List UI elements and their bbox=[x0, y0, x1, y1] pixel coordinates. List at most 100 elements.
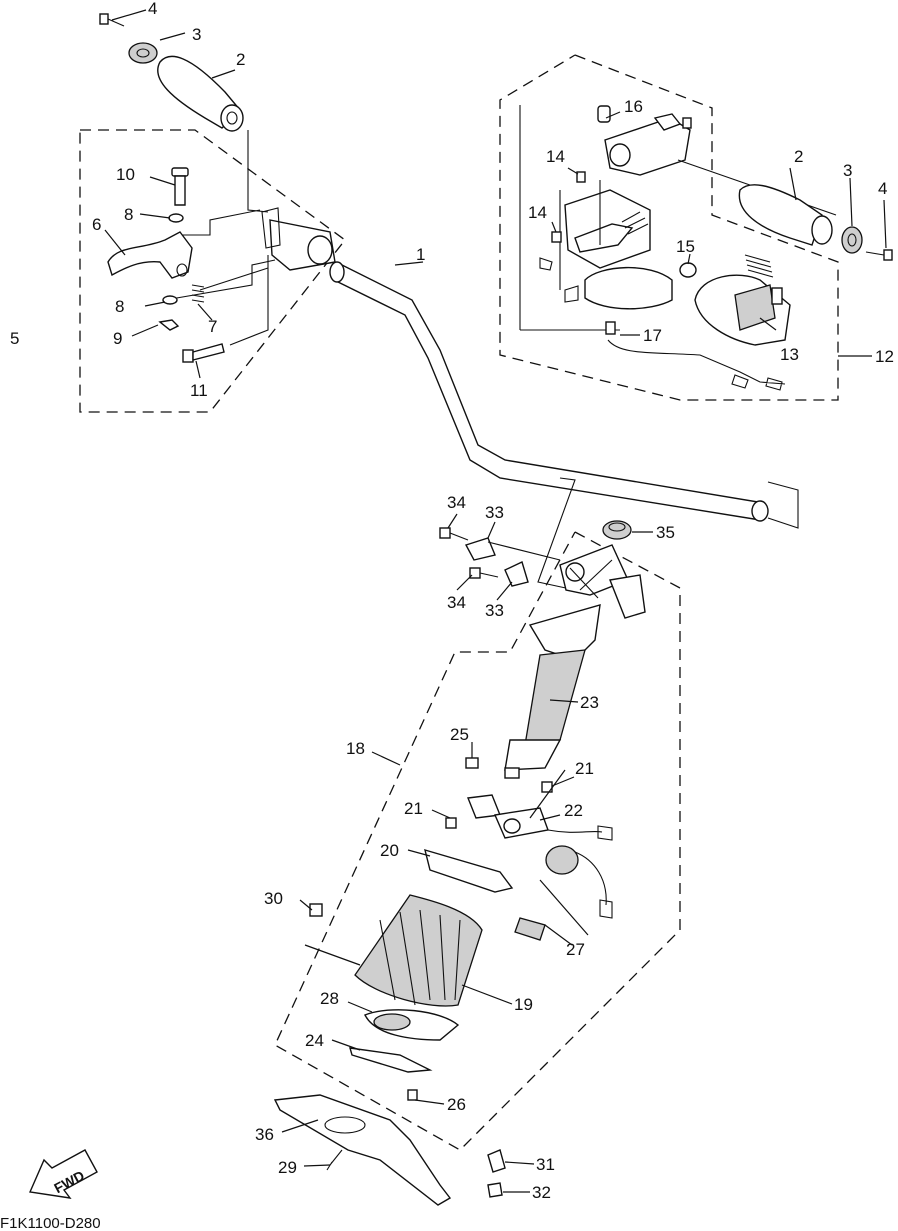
bolt-34-upper bbox=[439, 527, 469, 541]
callout-17: 17 bbox=[643, 326, 662, 345]
handlebar-clamp bbox=[559, 544, 646, 619]
gasket-28 bbox=[364, 1009, 460, 1041]
callout-29: 29 bbox=[278, 1158, 297, 1177]
callout-26: 26 bbox=[447, 1095, 466, 1114]
callout-4-left: 4 bbox=[148, 0, 157, 18]
callout-6: 6 bbox=[92, 215, 101, 234]
callout-14-lower: 14 bbox=[528, 203, 547, 222]
right-grip bbox=[738, 184, 833, 246]
callout-1: 1 bbox=[416, 245, 425, 264]
fwd-arrow: FWD bbox=[28, 1149, 98, 1199]
callout-15: 15 bbox=[676, 237, 695, 256]
screw-left-top bbox=[99, 13, 125, 27]
grip-end-cap-right bbox=[841, 226, 863, 254]
callout-11: 11 bbox=[190, 381, 208, 400]
screw-14-lower bbox=[551, 231, 562, 243]
callout-27: 27 bbox=[566, 940, 585, 959]
callout-10: 10 bbox=[116, 165, 135, 184]
callout-3-left: 3 bbox=[192, 25, 201, 44]
pin-29 bbox=[326, 1149, 343, 1171]
steering-column-box bbox=[274, 531, 681, 1151]
callout-leaders bbox=[104, 9, 887, 1193]
switch-body-22 bbox=[467, 794, 613, 841]
wire-harness bbox=[607, 339, 786, 391]
callout-34-upper: 34 bbox=[447, 493, 466, 512]
bolt-30 bbox=[309, 903, 323, 917]
callout-20: 20 bbox=[380, 841, 399, 860]
handlebar-end-leader bbox=[537, 477, 799, 591]
washer-lower bbox=[162, 295, 178, 305]
clamp-bracket-lower bbox=[504, 561, 529, 587]
callout-23: 23 bbox=[580, 693, 599, 712]
lever-leader-lines bbox=[164, 130, 276, 346]
nut-32 bbox=[487, 1182, 503, 1198]
connector-27 bbox=[514, 845, 613, 941]
handlebar-left-end bbox=[329, 261, 345, 283]
left-grip bbox=[157, 55, 244, 132]
circlip bbox=[158, 319, 180, 331]
callout-8-lower: 8 bbox=[115, 297, 124, 316]
callout-13: 13 bbox=[780, 345, 799, 364]
callout-7: 7 bbox=[208, 317, 217, 336]
callout-labels: 4 3 2 10 8 6 8 9 7 11 5 1 16 14 14 15 17… bbox=[10, 0, 894, 1202]
screw-26 bbox=[407, 1089, 418, 1101]
callout-30: 30 bbox=[264, 889, 283, 908]
plate-24 bbox=[349, 1047, 433, 1073]
callout-16: 16 bbox=[624, 97, 643, 116]
bushing-35 bbox=[602, 520, 632, 540]
grip-end-cap-left bbox=[128, 42, 158, 64]
screw-14-upper bbox=[576, 171, 586, 183]
switch-assembly-box bbox=[499, 54, 839, 401]
lever-assembly-box bbox=[79, 129, 346, 413]
callout-33-upper: 33 bbox=[485, 503, 504, 522]
callout-3-right: 3 bbox=[843, 161, 852, 180]
callout-19: 19 bbox=[514, 995, 533, 1014]
callout-35: 35 bbox=[656, 523, 675, 542]
callout-22: 22 bbox=[564, 801, 583, 820]
callout-14-upper: 14 bbox=[546, 147, 565, 166]
lever-holder bbox=[261, 207, 336, 271]
pivot-bolt bbox=[171, 167, 189, 206]
callout-36: 36 bbox=[255, 1125, 274, 1144]
callout-32: 32 bbox=[532, 1183, 551, 1202]
handlebar-right-end bbox=[751, 500, 769, 522]
callout-21-right: 21 bbox=[575, 759, 594, 778]
callout-9: 9 bbox=[113, 329, 122, 348]
washer-upper bbox=[168, 213, 184, 223]
callout-21-left: 21 bbox=[404, 799, 423, 818]
callout-4-right: 4 bbox=[878, 179, 887, 198]
callout-24: 24 bbox=[305, 1031, 324, 1050]
base-bracket-36 bbox=[273, 1094, 452, 1206]
screw-17 bbox=[605, 321, 616, 335]
callout-31: 31 bbox=[536, 1155, 555, 1174]
spring bbox=[191, 284, 205, 303]
callout-28: 28 bbox=[320, 989, 339, 1008]
steering-cover-19 bbox=[354, 894, 483, 1007]
switch-housing-lower bbox=[539, 189, 673, 310]
switch-leader-lines bbox=[519, 105, 837, 331]
callout-34-lower: 34 bbox=[447, 593, 466, 612]
steering-shaft bbox=[504, 604, 601, 779]
nut-15 bbox=[679, 262, 697, 278]
diagram-code: F1K1100-D280 bbox=[0, 1215, 101, 1231]
bolt-21-left bbox=[445, 817, 457, 829]
callout-2-left: 2 bbox=[236, 50, 245, 69]
throttle-lever-cover bbox=[694, 274, 791, 346]
clamp-bracket-upper bbox=[464, 537, 561, 561]
callout-8-upper: 8 bbox=[124, 205, 133, 224]
base-plate-20 bbox=[424, 848, 514, 893]
throttle-cable-coil bbox=[744, 254, 774, 278]
screw-25 bbox=[465, 757, 479, 769]
callout-2-right: 2 bbox=[794, 147, 803, 166]
callout-12: 12 bbox=[875, 347, 894, 366]
callout-25: 25 bbox=[450, 725, 469, 744]
callout-5: 5 bbox=[10, 329, 19, 348]
switch-housing-upper bbox=[597, 105, 692, 176]
lever bbox=[107, 231, 193, 279]
clip-31 bbox=[487, 1149, 506, 1173]
callout-33-lower: 33 bbox=[485, 601, 504, 620]
callout-18: 18 bbox=[346, 739, 365, 758]
long-bolt bbox=[182, 343, 225, 363]
bolt-34-lower bbox=[469, 567, 499, 579]
